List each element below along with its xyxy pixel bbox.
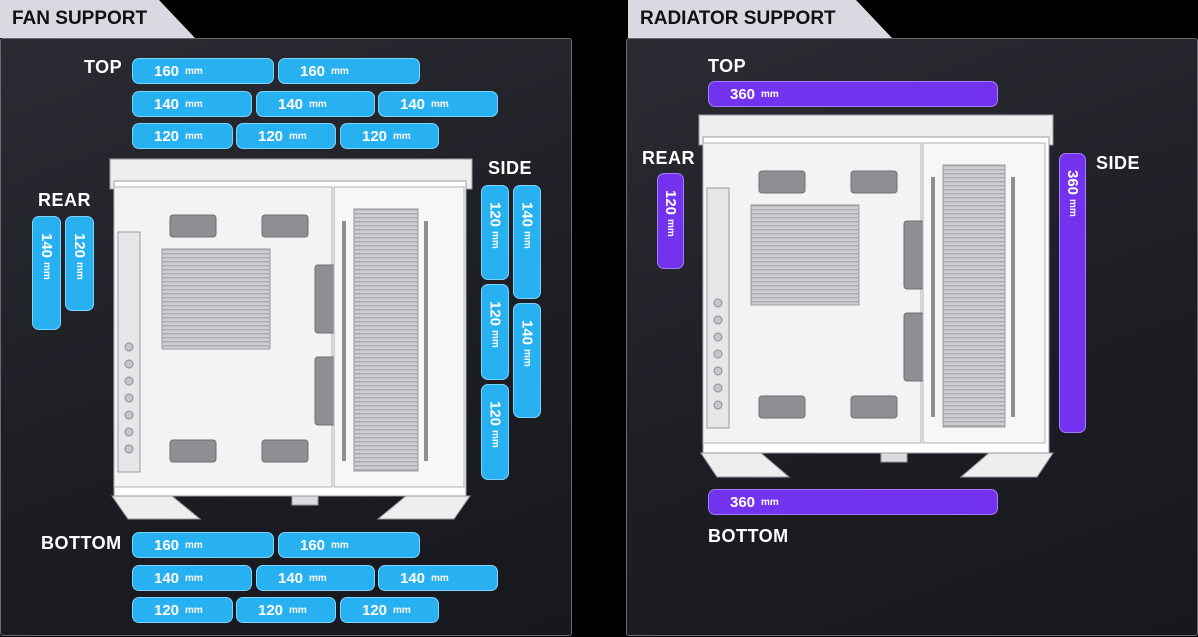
pc-case-illustration-radiator — [698, 114, 1054, 478]
fan-support-tab: FAN SUPPORT — [0, 0, 195, 38]
rad-bottom-label: BOTTOM — [708, 526, 789, 546]
rad-top-label: TOP — [708, 56, 747, 76]
rad-side-label: SIDE — [1096, 153, 1141, 173]
fan-rear-label: REAR — [38, 190, 92, 210]
fan-top-label: TOP — [84, 57, 123, 77]
rad-rear-label: REAR — [642, 148, 696, 168]
pc-case-illustration — [109, 158, 473, 520]
fan-bottom-label: BOTTOM — [41, 533, 122, 553]
fan-side-label: SIDE — [488, 158, 533, 178]
radiator-support-tab: RADIATOR SUPPORT — [628, 0, 892, 38]
